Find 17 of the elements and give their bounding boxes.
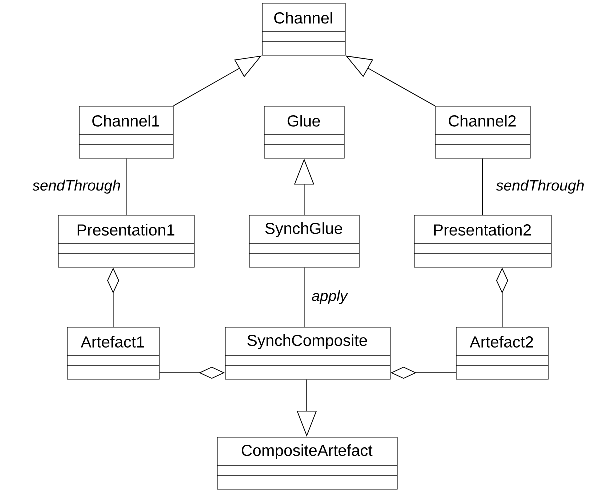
class-box: SynchComposite [224, 327, 391, 380]
class-box: Glue [264, 106, 345, 159]
class-box: Channel [262, 3, 346, 56]
class-box: Channel2 [434, 106, 531, 159]
edge-label: apply [310, 289, 349, 306]
association-line [126, 158, 127, 216]
association-line [482, 158, 484, 216]
class-box: SynchGlue [248, 215, 360, 268]
class-box: Channel1 [78, 106, 174, 159]
class-box: Presentation1 [58, 215, 195, 268]
edge-label: sendThrough [32, 178, 122, 195]
association-line [304, 267, 305, 328]
class-box: Artefact1 [66, 327, 160, 380]
class-box: CompositeArtefact [216, 437, 398, 490]
class-box: Artefact2 [456, 327, 549, 380]
class-box: Presentation2 [414, 215, 552, 268]
edge-label: sendThrough [495, 178, 586, 195]
